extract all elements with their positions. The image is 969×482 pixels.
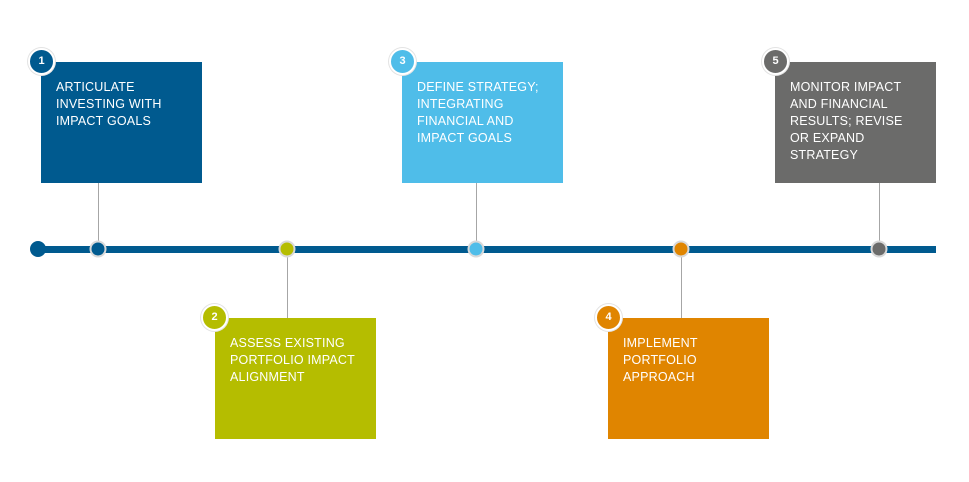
step-card-3: DEFINE STRATEGY; INTEGRATING FINANCIAL A… [402,62,563,183]
step-number: 2 [211,311,218,323]
connector-step-3 [476,183,477,249]
step-card-2: ASSESS EXISTING PORTFOLIO IMPACT ALIGNME… [215,318,376,439]
step-number-badge-2: 2 [201,304,228,331]
timeline-start-dot [30,241,46,257]
step-label: MONITOR IMPACT AND FINANCIAL RESULTS; RE… [790,80,903,162]
step-number-badge-4: 4 [595,304,622,331]
step-card-4: IMPLEMENT PORTFOLIO APPROACH [608,318,769,439]
step-card-5: MONITOR IMPACT AND FINANCIAL RESULTS; RE… [775,62,936,183]
step-number: 4 [605,311,612,323]
step-label: ARTICULATE INVESTING WITH IMPACT GOALS [56,80,162,128]
connector-step-2 [287,249,288,318]
step-number-badge-5: 5 [762,48,789,75]
connector-step-4 [681,249,682,318]
step-number: 3 [399,55,406,67]
step-number: 1 [38,55,45,67]
timeline-node-step-3 [467,240,485,258]
step-number: 5 [772,55,779,67]
step-label: DEFINE STRATEGY; INTEGRATING FINANCIAL A… [417,80,539,145]
step-number-badge-3: 3 [389,48,416,75]
timeline-node-step-4 [672,240,690,258]
step-number-badge-1: 1 [28,48,55,75]
connector-step-5 [879,183,880,249]
timeline-axis [38,246,936,253]
step-card-1: ARTICULATE INVESTING WITH IMPACT GOALS [41,62,202,183]
timeline-node-step-5 [870,240,888,258]
timeline-node-step-2 [278,240,296,258]
step-label: IMPLEMENT PORTFOLIO APPROACH [623,336,698,384]
connector-step-1 [98,183,99,249]
timeline-node-step-1 [89,240,107,258]
step-label: ASSESS EXISTING PORTFOLIO IMPACT ALIGNME… [230,336,355,384]
